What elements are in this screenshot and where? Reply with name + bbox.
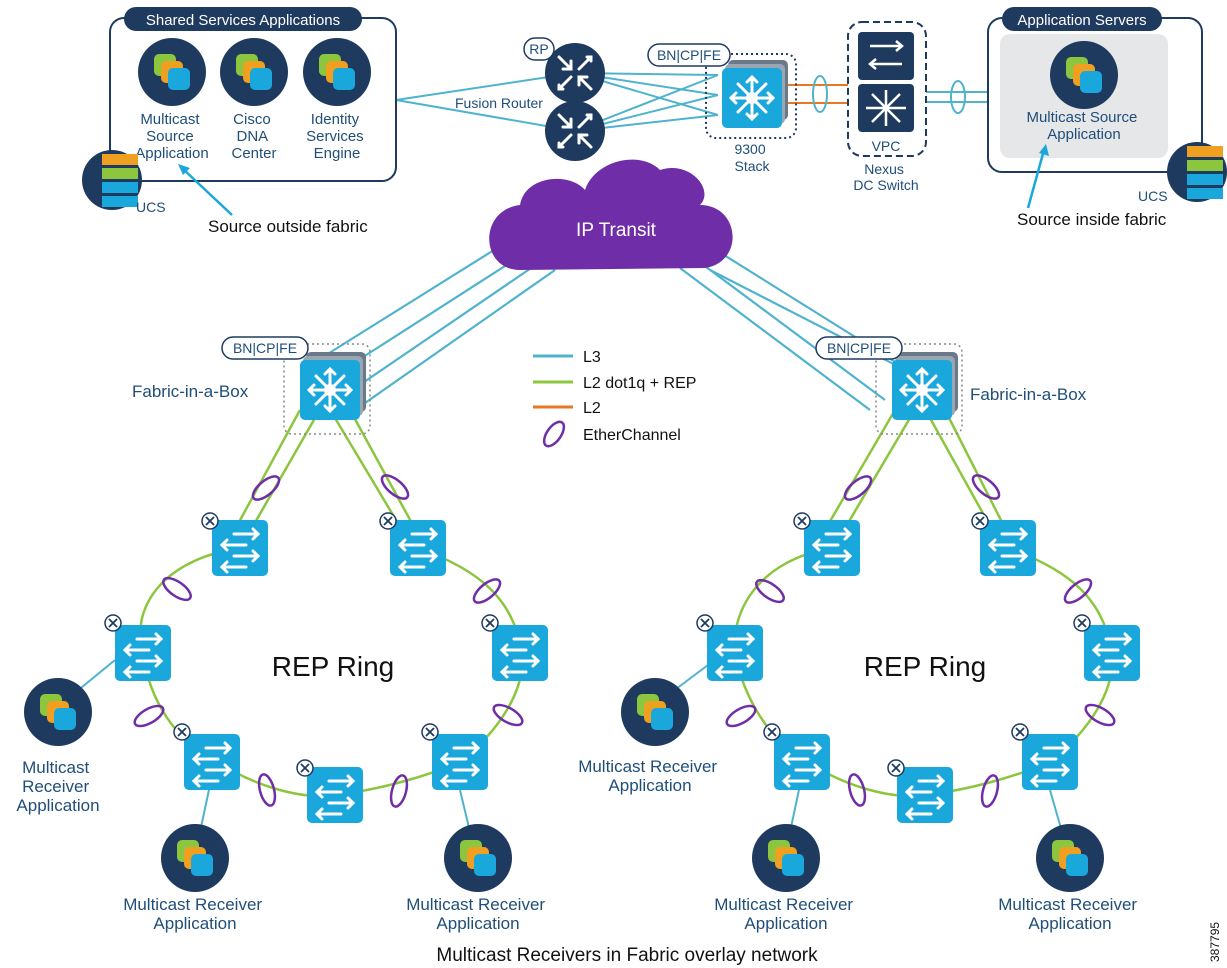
cisco-dna-center-icon [220, 38, 288, 106]
shared-app-3-label: Identity Services Engine [306, 111, 368, 162]
left-receiver-1-label: Multicast Receiver Application [16, 758, 99, 815]
right-x-marker [1073, 614, 1091, 632]
left-x-marker [173, 723, 191, 741]
multicast-source-app-server-label: Multicast Source Application [1026, 109, 1141, 143]
stack-bn-badge [647, 43, 731, 67]
source-inside-fabric-callout: Source inside fabric [1017, 210, 1167, 229]
right-x-marker [696, 614, 714, 632]
right-bn-label: BN|CP|FE [827, 340, 891, 356]
left-fabric-in-a-box-label: Fabric-in-a-Box [132, 382, 249, 401]
ip-transit-cloud [489, 159, 733, 270]
right-x-marker [971, 512, 989, 530]
right-switch-1-icon [802, 518, 862, 578]
callout-arrow-right [1026, 149, 1046, 209]
vpc-etherchannel-ring [812, 75, 828, 113]
left-x-marker [296, 759, 314, 777]
left-x-marker [481, 614, 499, 632]
vpc-label: VPC [872, 138, 901, 154]
application-servers-panel: Application Servers Multicast Source App… [987, 7, 1203, 173]
stack-bn-label: BN|CP|FE [657, 47, 721, 63]
left-switch-3-icon [113, 623, 173, 683]
right-switch-7-icon [895, 765, 955, 825]
left-bn-label: BN|CP|FE [233, 340, 297, 356]
rp-label: RP [529, 41, 548, 57]
nexus-top-icon [858, 32, 914, 80]
fusion-router-label: Fusion Router [455, 95, 543, 111]
fusion-router-icon [543, 99, 607, 163]
right-x-marker [887, 759, 905, 777]
left-receiver-1-icon [24, 678, 92, 746]
multicast-source-app-icon [138, 38, 206, 106]
shared-services-panel: Shared Services Applications Multicast S… [109, 7, 397, 182]
legend-l2rep-label: L2 dot1q + REP [583, 375, 696, 392]
right-x-marker [1011, 723, 1029, 741]
right-fabric-in-a-box-icon [892, 352, 958, 420]
nexus-dc-switch-label: Nexus DC Switch [853, 161, 918, 193]
left-fib-dotted-border [283, 343, 371, 435]
ucs-right-label: UCS [1138, 188, 1168, 204]
source-outside-fabric-callout: Source outside fabric [208, 217, 368, 236]
callout-arrow-left [181, 167, 233, 216]
ucs-left-label: UCS [136, 199, 166, 215]
legend-etherchannel-label: EtherChannel [583, 427, 681, 444]
left-switch-6-icon [430, 732, 490, 792]
right-fabric-in-a-box-label: Fabric-in-a-Box [970, 385, 1087, 404]
right-x-marker [763, 723, 781, 741]
9300-stack-icon [722, 60, 788, 128]
left-x-marker [421, 723, 439, 741]
legend-l3-label: L3 [583, 349, 601, 366]
left-receiver-3-label: Multicast Receiver Application [406, 895, 550, 933]
left-receiver-2-icon [161, 824, 229, 892]
right-receiver-1-icon [621, 678, 689, 746]
left-bn-badge [221, 336, 309, 360]
shared-services-title: Shared Services Applications [146, 12, 340, 29]
right-switch-5-icon [772, 732, 832, 792]
left-switch-7-icon [305, 765, 365, 825]
left-switch-2-icon [388, 518, 448, 578]
figure-id: 387795 [1208, 922, 1222, 962]
right-receiver-2-icon [752, 824, 820, 892]
left-rep-ring-label: REP Ring [272, 651, 394, 682]
right-receiver-1-label: Multicast Receiver Application [578, 757, 722, 795]
shared-app-1-label: Multicast Source Application [135, 111, 208, 162]
left-x-marker [379, 512, 397, 530]
left-switch-5-icon [182, 732, 242, 792]
application-servers-title: Application Servers [1017, 12, 1146, 29]
callout-arrowhead-left [178, 164, 190, 175]
stack-dotted-border [705, 53, 797, 139]
right-receiver-3-icon [1036, 824, 1104, 892]
left-fabric-in-a-box-icon [300, 352, 366, 420]
right-bn-badge [815, 336, 903, 360]
multicast-source-app-server-icon [1050, 41, 1118, 109]
ucs-left-icon [82, 150, 142, 210]
9300-stack-label: 9300 Stack [734, 141, 770, 174]
right-receiver-3-label: Multicast Receiver Application [998, 895, 1142, 933]
legend-etherchannel-swatch [542, 420, 566, 448]
right-receiver-2-label: Multicast Receiver Application [714, 895, 858, 933]
left-receiver-2-label: Multicast Receiver Application [123, 895, 267, 933]
right-switch-4-icon [1082, 623, 1142, 683]
callout-arrowhead-right [1039, 144, 1049, 156]
rp-badge [523, 37, 555, 61]
diagram-caption: Multicast Receivers in Fabric overlay ne… [436, 945, 818, 966]
server-etherchannel-ring [950, 80, 966, 114]
left-receiver-3-icon [444, 824, 512, 892]
legend-l2-label: L2 [583, 400, 601, 417]
right-rep-ring-label: REP Ring [864, 651, 986, 682]
legend: L3 L2 dot1q + REP L2 EtherChannel [533, 349, 696, 448]
shared-app-2-label: Cisco DNA Center [231, 111, 276, 162]
right-switch-2-icon [978, 518, 1038, 578]
right-switch-6-icon [1020, 732, 1080, 792]
left-x-marker [104, 614, 122, 632]
left-x-marker [201, 512, 219, 530]
right-x-marker [793, 512, 811, 530]
ip-transit-label: IP Transit [576, 220, 657, 241]
ucs-right-icon [1167, 142, 1227, 202]
left-switch-4-icon [490, 623, 550, 683]
left-switch-1-icon [210, 518, 270, 578]
right-fib-dotted-border [875, 343, 963, 435]
right-switch-3-icon [705, 623, 765, 683]
identity-services-engine-icon [303, 38, 371, 106]
